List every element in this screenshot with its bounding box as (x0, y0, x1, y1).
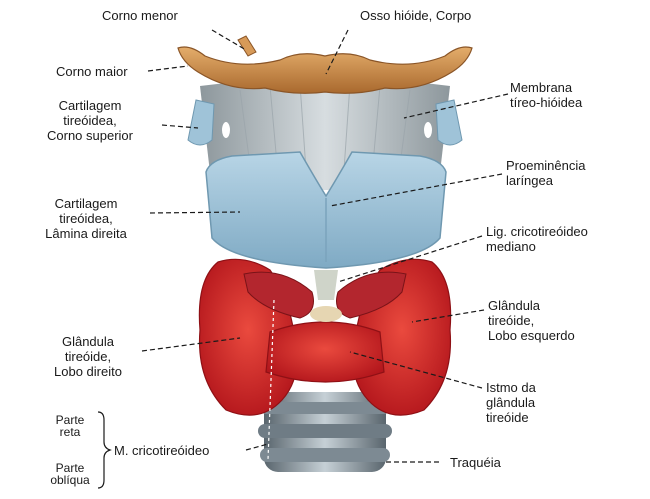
membrane-foramen-right (222, 122, 230, 138)
label-m-cricotireoideo: M. cricotireóideo (114, 443, 209, 458)
cricoid-arch (310, 306, 342, 322)
membrane-foramen-left (424, 122, 432, 138)
lesser-horn (238, 36, 256, 56)
superior-horn-left (436, 100, 462, 145)
label-parte-reta: Parte reta (44, 414, 96, 438)
label-glandula-esquerdo: Glândula tireóide, Lobo esquerdo (488, 298, 575, 343)
leader-corno-maior (148, 66, 188, 71)
label-istmo: Istmo da glândula tireóide (486, 380, 536, 425)
label-glandula-direito: Glândula tireóide, Lobo direito (36, 334, 140, 379)
label-lig-cricotireoideo: Lig. cricotireóideo mediano (486, 224, 588, 254)
label-proeminencia: Proeminência laríngea (506, 158, 586, 188)
superior-horn-right (188, 100, 214, 145)
label-cartilagem-corno-superior: Cartilagem tireóidea, Corno superior (20, 98, 160, 143)
label-cartilagem-lamina: Cartilagem tireóidea, Lâmina direita (26, 196, 146, 241)
label-corno-menor: Corno menor (102, 8, 178, 23)
thyroid-isthmus (266, 322, 384, 382)
label-osso-hioide: Osso hióide, Corpo (360, 8, 471, 23)
label-corno-maior: Corno maior (56, 64, 128, 79)
label-traqueia: Traquéia (450, 455, 501, 470)
label-membrana: Membrana tíreo-hióidea (510, 80, 582, 110)
median-cricothyroid-ligament (314, 270, 338, 300)
label-parte-obliqua: Parte oblíqua (40, 462, 100, 486)
